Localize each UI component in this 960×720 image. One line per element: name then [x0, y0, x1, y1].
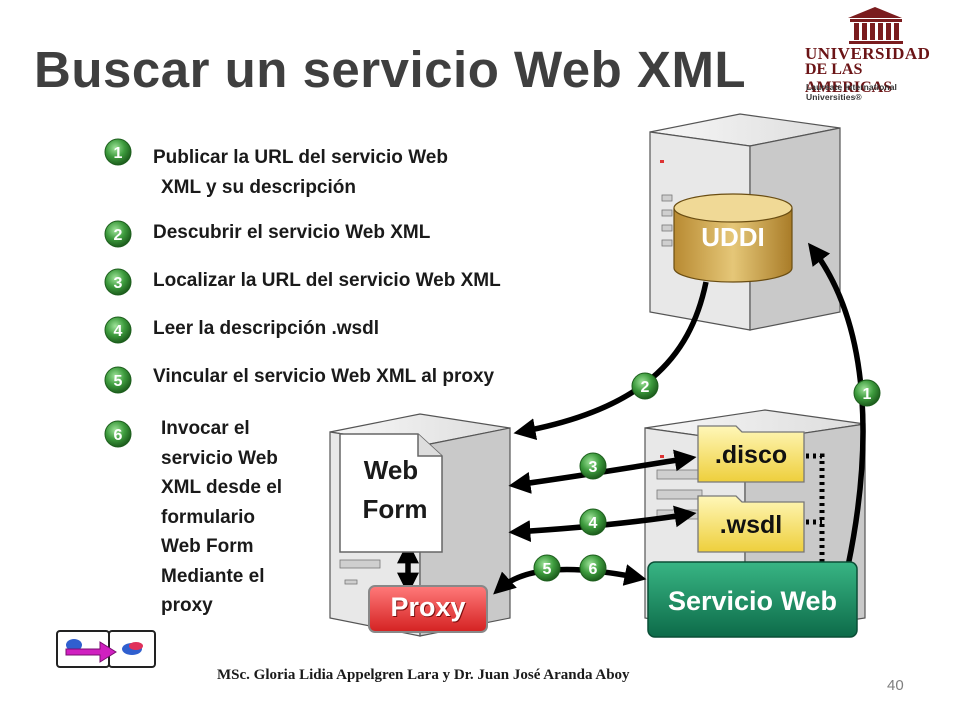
flow-badge-1: 1: [853, 379, 881, 407]
step-badge-5: 5: [104, 366, 132, 394]
step-1-text-line2: XML y su descripción: [161, 177, 356, 198]
web-service-box: [647, 561, 858, 638]
step-6-line: Invocar el: [161, 418, 250, 439]
svg-text:2: 2: [114, 227, 123, 244]
page-title: Buscar un servicio Web XML: [34, 41, 747, 98]
step-6-line: proxy: [161, 595, 213, 616]
svg-text:5: 5: [543, 561, 552, 578]
wsdl-label: .wsdl: [719, 511, 783, 539]
step-2-text: Descubrir el servicio Web XML: [153, 222, 431, 243]
flow-badge-4: 4: [579, 508, 607, 536]
uddi-label: UDDI: [701, 222, 765, 252]
disco-folder: [697, 425, 805, 483]
uddi-database: [673, 193, 793, 283]
svg-text:4: 4: [589, 515, 598, 532]
svg-text:6: 6: [589, 561, 598, 578]
webform-label-line2: Form: [362, 494, 428, 524]
step-6-line: formulario: [161, 506, 255, 528]
svg-text:6: 6: [114, 427, 123, 444]
svg-text:1: 1: [863, 386, 872, 403]
svg-text:2: 2: [641, 379, 650, 396]
proxy-box: [368, 585, 488, 633]
logo-line3: Laureate International Universities®: [806, 82, 897, 102]
step-6-text: Invocar el servicio Web XML desde el for…: [161, 414, 321, 621]
step-badge-2: 2: [104, 220, 132, 248]
svg-text:3: 3: [589, 459, 598, 476]
svg-text:4: 4: [114, 323, 123, 340]
step-badge-3: 3: [104, 268, 132, 296]
logo-line1: UNIVERSIDAD: [805, 44, 931, 63]
file-service-connectors: [806, 453, 825, 572]
wsdl-folder: [697, 495, 805, 553]
flow-badge-2: 2: [631, 372, 659, 400]
step-number: 1: [114, 145, 123, 162]
step-badge-1: 1: [104, 138, 132, 166]
step-badge-4: 4: [104, 316, 132, 344]
service-label: Servicio Web: [667, 586, 838, 616]
logo-line2: DE LAS AMERICAS: [805, 61, 893, 96]
step-5-text: Vincular el servicio Web XML al proxy: [153, 366, 495, 387]
step-3-text: Localizar la URL del servicio Web XML: [153, 270, 501, 291]
proxy-label: Proxy: [390, 592, 466, 622]
svg-text:3: 3: [114, 275, 123, 292]
navigation-icon: [56, 630, 156, 668]
step-4-text: Leer la descripción .wsdl: [153, 318, 379, 339]
university-logo: UNIVERSIDAD DE LAS AMERICAS Laureate Int…: [800, 4, 950, 102]
webform-label-line1: Web: [363, 455, 419, 485]
flow-badge-6: 6: [579, 554, 607, 582]
disco-label: .disco: [714, 441, 788, 469]
flow-badge-3: 3: [579, 452, 607, 480]
columns-emblem-icon: [848, 7, 903, 44]
step-6-line: Mediante el: [161, 565, 265, 587]
flow-badge-5: 5: [533, 554, 561, 582]
step-6-line: Web Form: [161, 536, 254, 557]
step-badge-6: 6: [104, 420, 132, 448]
step-6-line: servicio Web: [161, 447, 278, 469]
svg-text:5: 5: [114, 373, 123, 390]
step-1-text-line1: Publicar la URL del servicio Web: [153, 147, 448, 168]
footer-authors: MSc. Gloria Lidia Appelgren Lara y Dr. J…: [217, 667, 630, 683]
step-6-line: XML desde el: [161, 477, 283, 498]
page-number: 40: [887, 677, 904, 694]
web-form-document: [339, 433, 443, 553]
